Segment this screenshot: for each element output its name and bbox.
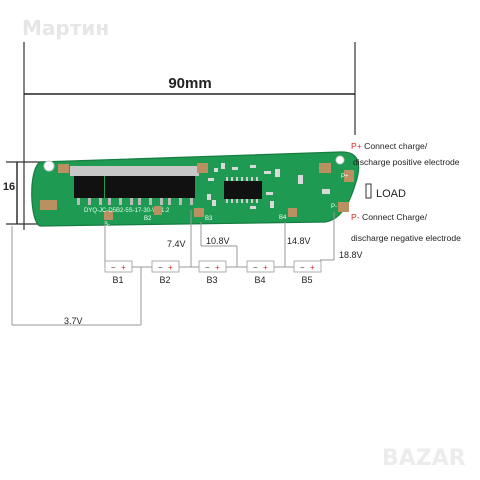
voltage-label: 18.8V [339, 250, 363, 260]
voltage-labels: 3.7V 7.4V 10.8V 14.8V 18.8V [64, 236, 363, 326]
pad-b-minus [40, 200, 57, 210]
smd-component [264, 171, 271, 174]
voltage-label: 7.4V [167, 239, 186, 249]
load-label: LOAD [376, 188, 406, 200]
p-plus-line1: Connect charge/ [362, 141, 428, 151]
svg-text:P+ Connect charge/: P+ Connect charge/ [351, 141, 428, 151]
smd-component [207, 194, 211, 200]
p-plus-line2: discharge positive electrode [353, 157, 460, 167]
width-dimension: 90mm [23, 42, 356, 230]
svg-text:P- Connect Charge/: P- Connect Charge/ [351, 212, 428, 222]
cell-label: B1 [112, 275, 123, 285]
pad-p-minus [338, 202, 349, 212]
battery-cell-icon [293, 260, 322, 273]
pcb-silkscreen-text: DYQ-JC-D5B2-5S-17-30-Ver1.2 [84, 208, 170, 214]
mosfet-4 [161, 166, 199, 205]
smd-component [266, 192, 273, 195]
pad-b4 [288, 208, 297, 217]
p-plus-annotation: P+ Connect charge/ discharge positive el… [351, 141, 460, 167]
pad-b3 [197, 163, 208, 173]
width-label: 90mm [168, 75, 211, 92]
cell-minus: − [158, 263, 163, 272]
pad-label-p-minus: P- [331, 204, 337, 210]
smd-component [221, 163, 225, 169]
cell-b1: − + B1 [104, 260, 133, 285]
cell-b5: − + B5 [293, 260, 322, 285]
pad-label-b-minus: B- [104, 222, 110, 228]
p-plus-prefix: P+ [351, 141, 362, 151]
cell-minus: − [111, 263, 116, 272]
cell-minus: − [205, 263, 210, 272]
battery-cell-icon [104, 260, 133, 273]
smd-component [250, 206, 256, 209]
cell-plus: + [310, 263, 315, 272]
pad-label-b4: B4 [279, 215, 287, 221]
cell-plus: + [121, 263, 126, 272]
cell-minus: − [300, 263, 305, 272]
mosfet-2 [101, 166, 139, 205]
pad-b3-lower [194, 208, 204, 217]
mosfet-1 [70, 166, 108, 205]
smd-component [214, 168, 218, 172]
cell-label: B3 [206, 275, 217, 285]
cell-label: B4 [254, 275, 265, 285]
height-label: 16 [3, 181, 15, 193]
watermark-top: Мартин [22, 16, 109, 40]
cell-b4: − + B4 [246, 260, 275, 285]
battery-cell-icon [198, 260, 227, 273]
p-minus-prefix: P- [351, 212, 360, 222]
smd-component [250, 165, 256, 168]
mosfet-3 [131, 166, 169, 205]
smd-component [208, 178, 214, 181]
battery-cell-icon [246, 260, 275, 273]
voltage-label: 10.8V [206, 236, 230, 246]
protection-ic [224, 177, 262, 203]
watermark-bottom: BAZAR [382, 446, 466, 471]
voltage-label: 14.8V [287, 236, 311, 246]
p-minus-line2: discharge negative electrode [351, 233, 461, 243]
battery-cell-icon [151, 260, 180, 273]
cell-b2: − + B2 [151, 260, 180, 285]
smd-component [298, 175, 303, 184]
smd-component [322, 189, 330, 194]
pad-p-plus [344, 170, 354, 182]
cell-plus: + [215, 263, 220, 272]
voltage-label: 3.7V [64, 316, 83, 326]
cell-minus: − [253, 263, 258, 272]
mount-hole-icon [335, 155, 345, 165]
cell-b3: − + B3 [198, 260, 227, 285]
mount-hole-icon [43, 160, 55, 172]
pad-label-b3: B3 [205, 216, 213, 222]
pad-b-minus-lower [104, 211, 113, 220]
p-minus-annotation: P- Connect Charge/ discharge negative el… [351, 212, 461, 243]
pad-b2 [154, 206, 162, 215]
cell-plus: + [263, 263, 268, 272]
cell-plus: + [168, 263, 173, 272]
pad-b-top [58, 164, 69, 173]
p-minus-line1: Connect Charge/ [360, 212, 428, 222]
pad-top-right [319, 163, 331, 173]
load-icon [365, 183, 372, 199]
smd-component [275, 169, 280, 177]
smd-component [232, 167, 238, 170]
cell-label: B2 [159, 275, 170, 285]
smd-component [212, 200, 216, 206]
pcb-board: B- DYQ-JC-D5B2-5S-17-30-Ver1.2 B2 B3 [31, 151, 360, 228]
pad-label-p-plus: P+ [341, 174, 349, 180]
load-annotation: LOAD [365, 183, 406, 200]
pad-label-b2: B2 [144, 216, 152, 222]
smd-component [270, 201, 274, 208]
cell-label: B5 [301, 275, 312, 285]
wiring [11, 210, 335, 326]
